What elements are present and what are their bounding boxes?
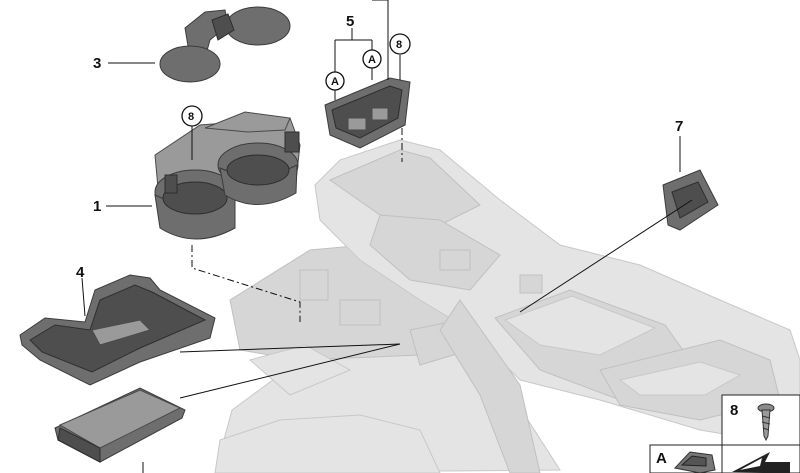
callout-8-circle-bracket bbox=[389, 33, 411, 55]
callout-3: 3 bbox=[93, 55, 101, 72]
screw-icon bbox=[757, 403, 775, 442]
callout-a-right: A bbox=[368, 54, 376, 66]
part-storage-lid bbox=[54, 387, 186, 463]
part-5-bracket bbox=[324, 77, 411, 149]
callout-8-bracket: 8 bbox=[396, 39, 402, 51]
callout-a-left: A bbox=[331, 76, 339, 88]
part-3-cupholder-mat bbox=[159, 6, 291, 83]
arrow-icon bbox=[732, 452, 790, 473]
legend-screw-number: 8 bbox=[730, 402, 738, 419]
part-7-trim-piece bbox=[662, 169, 719, 231]
part-4-tray-mat bbox=[19, 274, 216, 386]
clip-icon bbox=[674, 451, 716, 473]
part-1-cupholder bbox=[154, 111, 301, 240]
callout-8-circle-cupholder bbox=[181, 105, 203, 127]
legend-clip-letter: A bbox=[656, 450, 667, 467]
callout-5: 5 bbox=[346, 13, 354, 30]
callout-1: 1 bbox=[93, 198, 101, 215]
fastener-legend: 8 A bbox=[649, 394, 800, 473]
callout-a-circle-right bbox=[362, 49, 382, 69]
callout-4: 4 bbox=[76, 264, 85, 281]
legend-box-screw bbox=[721, 394, 800, 446]
callout-7: 7 bbox=[675, 118, 683, 135]
callout-8-cupholder: 8 bbox=[188, 111, 194, 123]
callouts: 3 1 4 5 7 8 8 A A bbox=[76, 13, 683, 281]
leader-lines bbox=[81, 0, 693, 473]
callout-a-circle-left bbox=[325, 71, 345, 91]
center-console-ghost bbox=[214, 139, 800, 473]
